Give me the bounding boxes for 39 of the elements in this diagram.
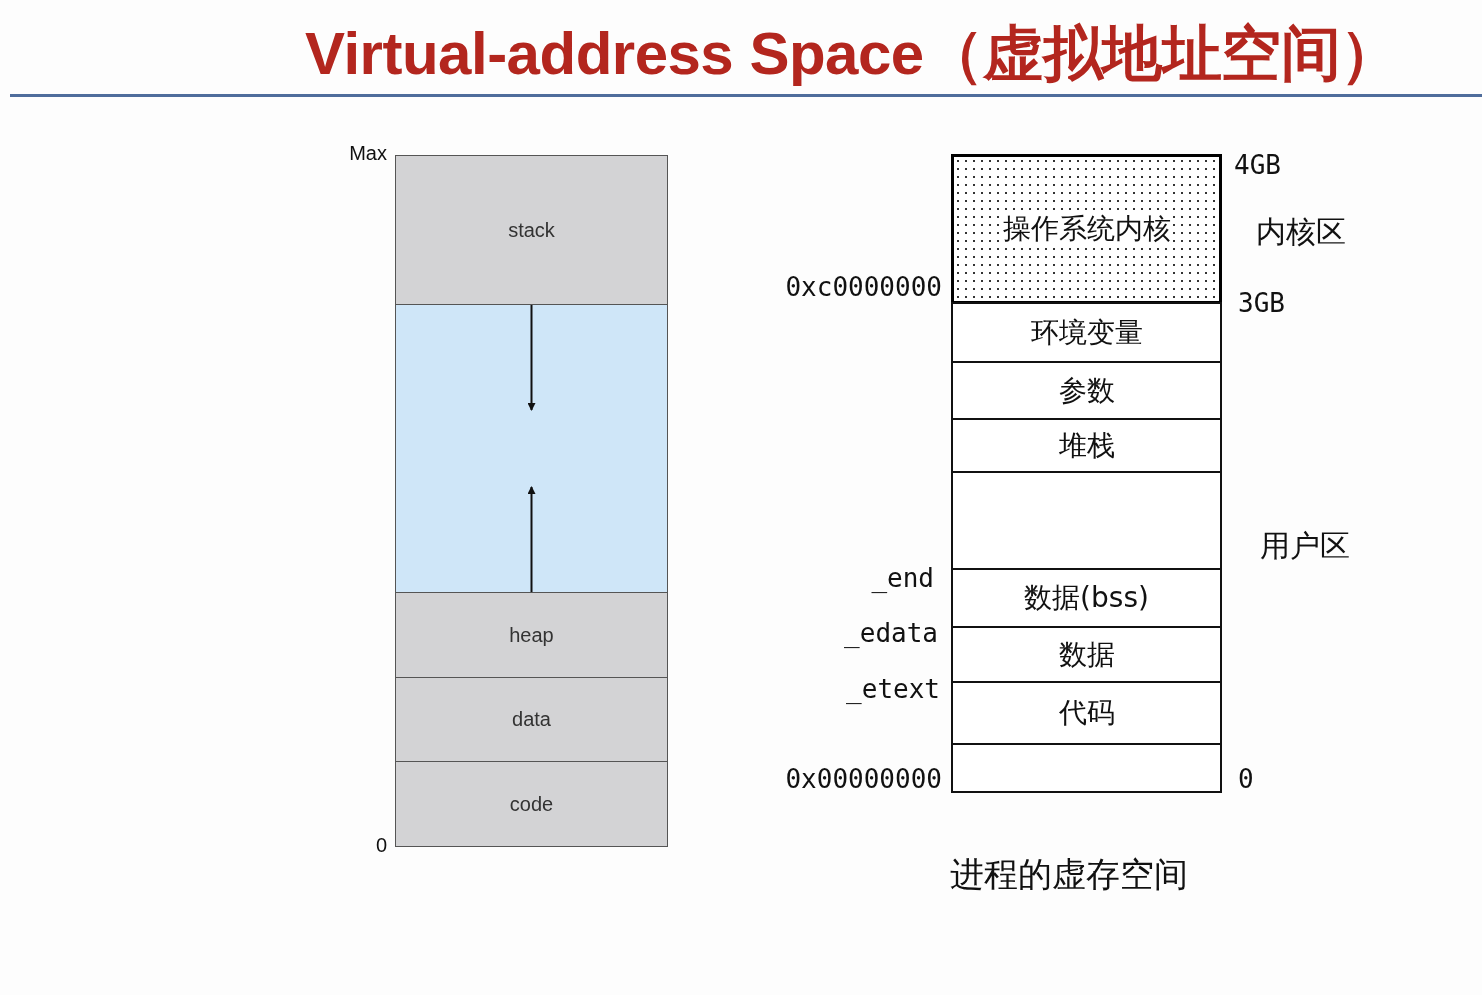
address-label: 3GB [1238, 288, 1285, 318]
segment-label: 参数 [1058, 372, 1115, 409]
address-label: 0x00000000 [785, 764, 942, 794]
memory-segment-box [951, 302, 1222, 363]
address-label: _end [871, 563, 934, 593]
memory-segment-box [395, 677, 668, 762]
address-label: 0xc0000000 [785, 272, 942, 302]
segment-label: 数据 [1058, 636, 1115, 673]
arrow [527, 486, 536, 593]
segment-label: 代码 [1058, 695, 1115, 731]
address-label: 4GB [1234, 150, 1281, 180]
memory-segment-box [951, 568, 1222, 628]
empty-segment-box [951, 471, 1222, 570]
memory-segment-box [951, 418, 1222, 473]
address-label: 内核区 [1256, 213, 1346, 251]
caption: 进程的虚存空间 [950, 853, 1188, 896]
empty-segment-box [951, 743, 1222, 793]
segment-label: code [509, 792, 554, 816]
address-label: _etext [846, 674, 940, 704]
address-label: 用户区 [1260, 527, 1350, 565]
segment-label: 环境变量 [1030, 314, 1143, 351]
address-label: 0 [375, 834, 387, 857]
kernel-segment-box [951, 154, 1222, 304]
memory-segment-box [395, 155, 668, 305]
segment-label: stack [508, 218, 555, 242]
segment-label: heap [509, 623, 554, 647]
address-label: Max [349, 142, 387, 165]
title: Virtual-address Space（虚拟地址空间） [305, 19, 1400, 89]
segment-label: 数据(bss) [1024, 580, 1149, 616]
arrow [527, 304, 536, 411]
address-label: _edata [844, 618, 938, 648]
memory-segment-box [395, 592, 668, 678]
segment-label: data [512, 708, 551, 731]
memory-segment-box [395, 761, 668, 847]
address-label: 0 [1238, 764, 1254, 794]
segment-label: 堆栈 [1058, 427, 1115, 464]
memory-segment-box [951, 626, 1222, 683]
memory-segment-box [951, 361, 1222, 420]
memory-segment-box [951, 681, 1222, 745]
